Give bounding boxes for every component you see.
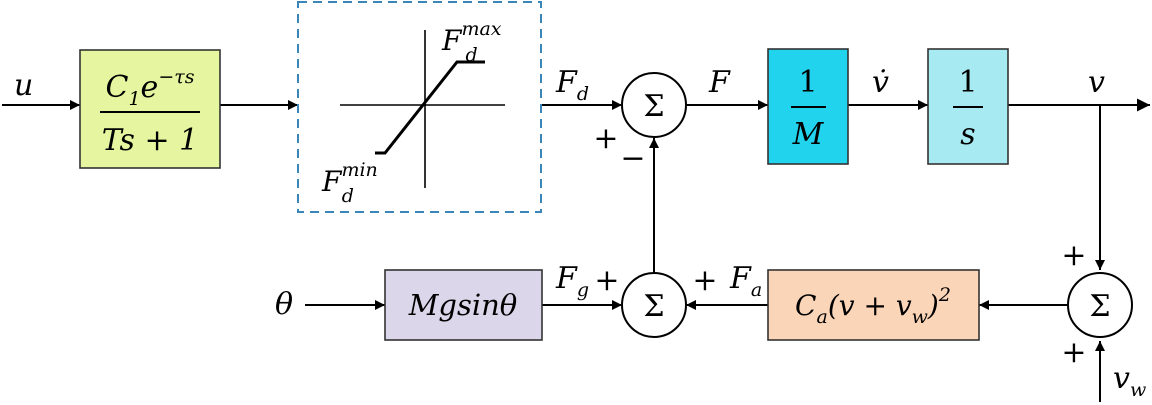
actuator-denominator: Ts + 1 xyxy=(102,123,199,158)
actuator-box xyxy=(79,49,221,169)
summing-junction-1: Σ + − xyxy=(593,72,687,176)
sum1-sign-minus: − xyxy=(620,141,645,176)
sum1-symbol: Σ xyxy=(643,89,664,124)
sum2-sign-plus-right: + xyxy=(692,263,717,298)
sum2-symbol: Σ xyxy=(643,289,664,324)
sum2-sign-plus-left: + xyxy=(594,263,619,298)
signal-fd-label: Fd xyxy=(555,65,589,105)
inertia-numerator: 1 xyxy=(798,65,817,100)
sum1-circle xyxy=(621,72,687,138)
signal-theta-label: θ xyxy=(275,287,293,322)
gravity-block: Mgsinθ xyxy=(384,269,543,341)
saturation-box xyxy=(297,1,542,213)
sum3-symbol: Σ xyxy=(1089,289,1110,324)
signal-fg-label: Fg xyxy=(555,261,589,301)
signal-labels: u θ vw Fd F v̇ v Fg Fa xyxy=(14,65,1146,401)
signal-v-label: v xyxy=(1088,65,1105,100)
sum2-circle xyxy=(621,272,687,338)
drag-block: Ca(v + vw)2 xyxy=(767,269,980,341)
drag-box xyxy=(767,269,980,341)
inertia-block: 1 M xyxy=(767,48,849,165)
saturation-curve xyxy=(375,60,485,155)
sum3-circle xyxy=(1067,272,1133,338)
summing-junction-3: Σ + + xyxy=(1061,238,1133,370)
drag-label: Ca(v + vw)2 xyxy=(795,284,951,328)
gravity-box xyxy=(384,269,543,341)
inertia-denominator: M xyxy=(792,117,825,152)
integrator-denominator: s xyxy=(960,117,975,152)
gravity-label: Mgsinθ xyxy=(408,288,518,322)
sum1-sign-plus: + xyxy=(593,121,618,156)
signal-f-label: F xyxy=(708,65,731,100)
signal-u-label: u xyxy=(14,68,33,103)
signal-vw-label: vw xyxy=(1113,361,1146,401)
actuator-numerator: C1e−τs xyxy=(105,66,194,110)
integrator-numerator: 1 xyxy=(958,65,977,100)
signal-wires xyxy=(2,98,1150,402)
integrator-block: 1 s xyxy=(927,48,1009,165)
sum3-sign-plus-top: + xyxy=(1061,238,1086,273)
signal-fa-label: Fa xyxy=(729,261,762,301)
sum3-sign-plus-bottom: + xyxy=(1061,335,1086,370)
actuator-block: C1e−τs Ts + 1 xyxy=(79,49,221,169)
signal-vdot-label: v̇ xyxy=(872,65,889,100)
summing-junction-2: Σ + + xyxy=(594,263,718,338)
